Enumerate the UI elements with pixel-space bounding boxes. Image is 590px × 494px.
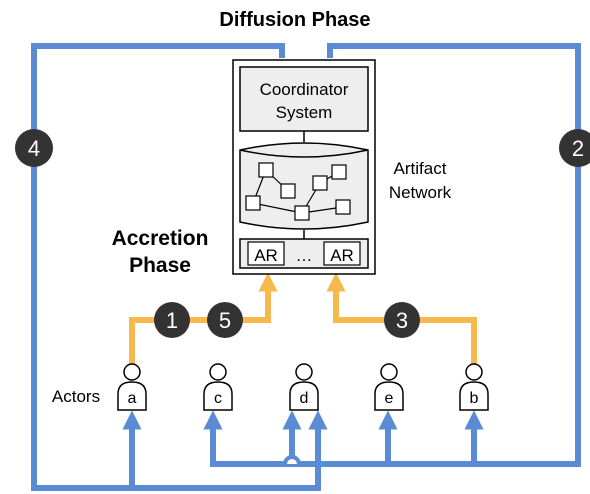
- actor-icon-d: d: [289, 363, 319, 411]
- svg-text:4: 4: [28, 136, 40, 161]
- step-badge-2: 2: [559, 129, 590, 167]
- diffusion-path-4-to-d: [132, 410, 328, 491]
- crossing-bump: [283, 455, 301, 465]
- step-badge-3: 3: [384, 302, 420, 338]
- ar-cell-last: AR: [330, 246, 354, 265]
- svg-text:5: 5: [219, 308, 231, 333]
- coordinator-label-line2: System: [276, 103, 333, 122]
- svg-text:e: e: [385, 390, 394, 407]
- step-badge-1: 1: [154, 302, 190, 338]
- svg-text:a: a: [128, 390, 137, 407]
- svg-text:3: 3: [396, 308, 408, 333]
- svg-text:b: b: [470, 390, 479, 407]
- accretion-label-line2: Phase: [129, 254, 191, 277]
- accretion-path-left: [129, 272, 278, 364]
- coordinator-label-line1: Coordinator: [260, 80, 349, 99]
- artifact-label-line2: Network: [389, 183, 452, 202]
- actor-icon-b: b: [459, 363, 489, 411]
- svg-text:1: 1: [166, 308, 178, 333]
- step-badge-5: 5: [207, 302, 243, 338]
- step-badge-4: 4: [15, 129, 53, 167]
- diffusion-path-4: [31, 43, 285, 491]
- svg-text:2: 2: [572, 136, 584, 161]
- artifact-label-line1: Artifact: [394, 159, 447, 178]
- diffusion-path-2: [203, 43, 581, 467]
- ar-row: AR … AR: [239, 238, 369, 269]
- actors-label: Actors: [52, 387, 100, 406]
- diffusion-lines: [31, 43, 581, 491]
- accretion-label-line1: Accretion: [112, 227, 209, 250]
- actor-icon-a: a: [117, 363, 147, 411]
- ar-cell-first: AR: [254, 246, 278, 265]
- diffusion-phase-title: Diffusion Phase: [219, 9, 370, 31]
- actor-icon-c: c: [203, 363, 233, 411]
- artifact-graph: [245, 162, 351, 221]
- actor-icon-e: e: [374, 363, 404, 411]
- ar-cell-ellipsis: …: [296, 246, 313, 265]
- svg-text:d: d: [300, 390, 309, 407]
- svg-text:c: c: [214, 390, 222, 407]
